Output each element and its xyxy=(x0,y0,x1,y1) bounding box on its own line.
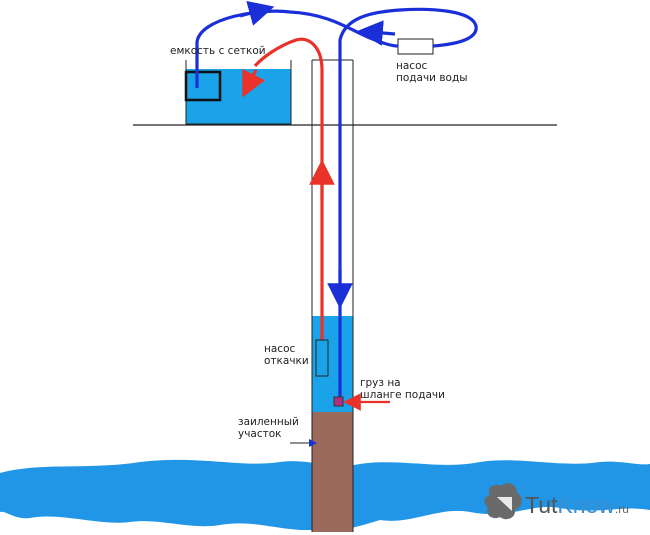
silted-section xyxy=(312,412,353,532)
weight-label: груз на шланге подачи xyxy=(360,377,445,401)
pump-out-box xyxy=(315,339,329,377)
tank-water xyxy=(186,69,291,124)
supply-hose-return-loop xyxy=(338,7,478,398)
silted-label: заиленный участок xyxy=(238,416,299,440)
pump-out-label: насос откачки xyxy=(264,343,309,367)
return-hose xyxy=(253,37,324,348)
supply-arrow-top xyxy=(239,1,275,26)
supply-hose xyxy=(195,9,399,88)
tank-mesh xyxy=(184,70,222,102)
tank-label: емкость с сеткой xyxy=(170,45,266,57)
feed-pump-label: насос подачи воды xyxy=(396,60,468,84)
weight-box xyxy=(333,396,344,407)
feed-pump-box xyxy=(397,38,434,55)
supply-arrow-left xyxy=(357,20,396,46)
brand-name: TutKnow.ru xyxy=(525,492,629,518)
return-arrow-into-tank xyxy=(242,68,266,98)
